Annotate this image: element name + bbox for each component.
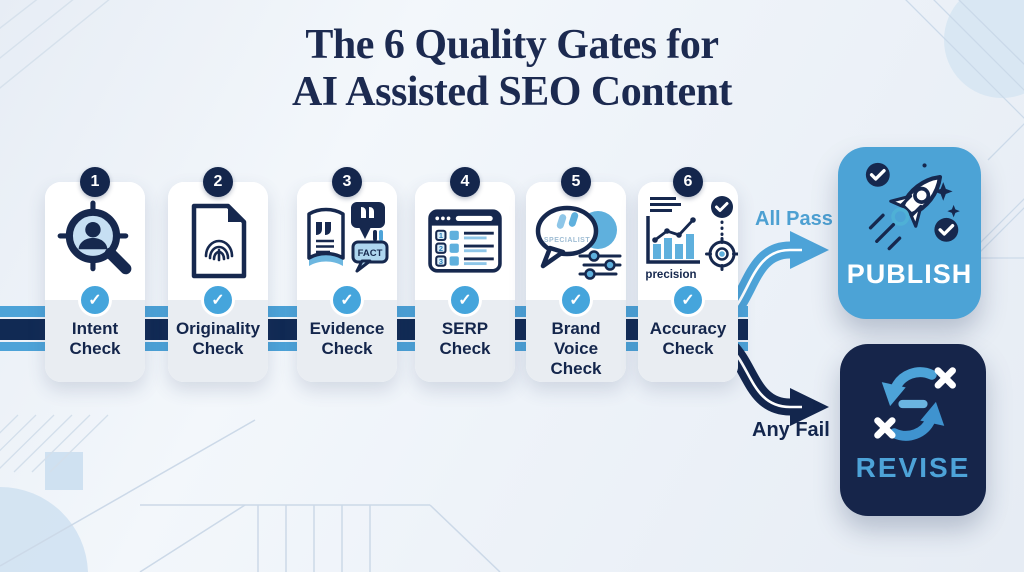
chart-precision-target-icon: precision (645, 196, 738, 281)
check-icon: ✓ (671, 283, 705, 317)
fail-x-icon (874, 367, 956, 439)
revise-box: REVISE (840, 344, 986, 516)
check-icon: ✓ (448, 283, 482, 317)
gate-card-intent: 1 ✓ Intent Check (45, 167, 145, 382)
intent-target-magnifier-icon (57, 200, 132, 275)
gate-number-badge: 6 (673, 167, 703, 197)
gate-number-badge: 1 (80, 167, 110, 197)
check-icon: ✓ (559, 283, 593, 317)
gate-card-brand-voice: 5 SPECIALIST ✓ Brand Voice Check (526, 167, 626, 382)
gate-icon-area: FACT (297, 182, 397, 300)
revise-cycle-icon (874, 367, 956, 441)
all-pass-label: All Pass (755, 208, 833, 230)
gate-icon-area: precision (638, 182, 738, 300)
gate-label: SERP Check (439, 319, 491, 359)
gate-label: Originality Check (175, 319, 261, 359)
gate-card-evidence: 3 FACT ✓ Evidenc (297, 167, 397, 382)
check-icon: ✓ (201, 283, 235, 317)
gate-card-accuracy: 6 precision (638, 167, 738, 382)
gate-icon-area: 1 2 3 (415, 182, 515, 300)
gate-icon-area (168, 182, 268, 300)
gate-number-badge: 3 (332, 167, 362, 197)
gate-card-originality: 2 ✓ Originality Check (168, 167, 268, 382)
check-icon: ✓ (330, 283, 364, 317)
title-line-1: The 6 Quality Gates for (305, 22, 719, 68)
serp-rank-2: 2 (439, 244, 443, 253)
gate-label: Accuracy Check (649, 319, 727, 359)
gate-label-area: SERP Check (415, 300, 515, 382)
gate-icon-area: SPECIALIST (526, 182, 626, 300)
gate-label: Intent Check (69, 319, 121, 359)
gate-icon-area (45, 182, 145, 300)
gate-label: Evidence Check (309, 319, 385, 359)
serp-results-browser-icon: 1 2 3 (428, 209, 502, 273)
publish-box: PUBLISH (838, 147, 981, 319)
gate-label: Brand Voice Check (550, 319, 602, 379)
speech-bubble-sliders-icon: SPECIALIST (535, 205, 622, 280)
gate-number-badge: 5 (561, 167, 591, 197)
check-icon: ✓ (78, 283, 112, 317)
specialist-label: SPECIALIST (544, 237, 590, 244)
rocket-icon (865, 162, 960, 251)
revise-label: REVISE (855, 452, 971, 483)
gate-card-serp: 4 1 2 (415, 167, 515, 382)
publish-label: PUBLISH (846, 259, 973, 289)
serp-rank-3: 3 (439, 257, 443, 266)
title-line-2: AI Assisted SEO Content (291, 69, 733, 116)
gate-number-badge: 2 (203, 167, 233, 197)
any-fail-label: Any Fail (752, 419, 830, 441)
gate-number-badge: 4 (450, 167, 480, 197)
page-title: The 6 Quality Gates for AI Assisted SEO … (0, 22, 1024, 116)
book-quote-fact-icon: FACT (307, 202, 389, 273)
fingerprint-document-icon (191, 203, 247, 279)
fact-label: FACT (358, 248, 383, 259)
precision-label: precision (645, 269, 696, 281)
serp-rank-1: 1 (439, 231, 444, 240)
